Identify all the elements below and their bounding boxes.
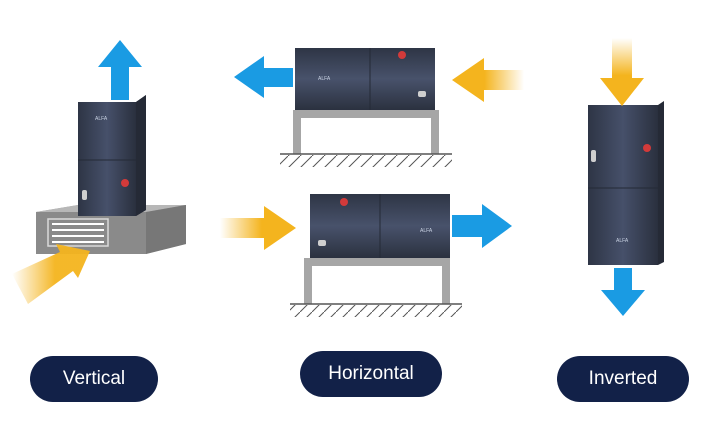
label-vertical: Vertical [30,356,158,402]
svg-text:ALFA: ALFA [95,116,108,122]
vertical-platform-grille [52,223,104,243]
vertical-unit: ALFA [78,95,146,216]
horizontal-top-unit: ALFA [295,48,435,110]
inverted-supply-arrow-icon [601,268,645,316]
vertical-platform [36,205,186,254]
horizontal-bottom-unit: ALFA [310,194,450,258]
svg-text:ALFA: ALFA [616,238,629,244]
horizontal-top-return-arrow-icon [452,58,524,102]
inverted-unit: ALFA [588,101,664,265]
svg-text:ALFA: ALFA [318,76,331,82]
label-horizontal: Horizontal [300,351,442,397]
inverted-return-arrow-icon [600,38,644,106]
horizontal-bottom-supply-arrow-icon [452,204,512,248]
horizontal-top-stand [280,110,452,167]
label-inverted: Inverted [557,356,689,402]
horizontal-top-supply-arrow-icon [234,56,293,98]
vertical-supply-arrow-icon [98,40,142,100]
svg-text:ALFA: ALFA [420,228,433,234]
vertical-return-arrow-icon [12,244,90,304]
horizontal-bottom-return-arrow-icon [220,206,296,250]
horizontal-bottom-stand [290,258,462,317]
